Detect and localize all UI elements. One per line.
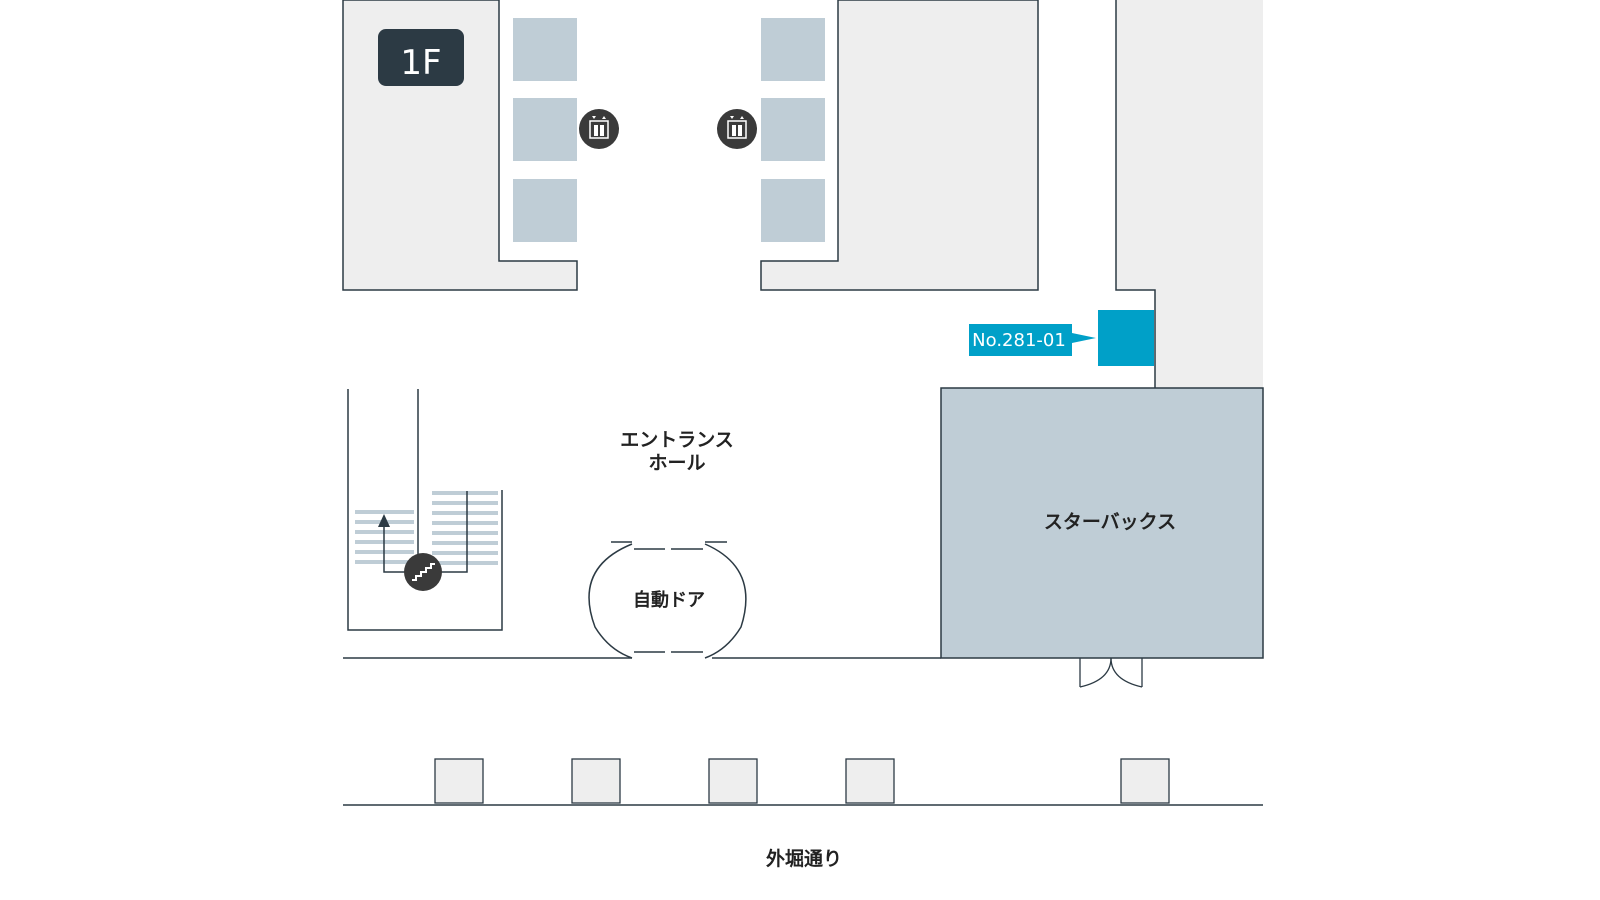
elevator-shaft-left-3 [513, 179, 577, 242]
automatic-door [588, 541, 747, 659]
elevator-shaft-right-2 [761, 98, 825, 161]
pillar [571, 758, 621, 804]
elevator-icon[interactable] [717, 109, 757, 149]
floor-badge: 1F [378, 29, 464, 86]
stair-route-arrow [378, 514, 390, 527]
street-label: 外堀通り [766, 847, 842, 870]
starbucks-door [1079, 657, 1143, 688]
pillar [1120, 758, 1170, 804]
pillar [434, 758, 484, 804]
room-upper-middle [760, 0, 1039, 291]
elevator-shaft-left-2 [513, 98, 577, 161]
pillar [845, 758, 895, 804]
marker-block[interactable] [1098, 310, 1154, 366]
entrance-hall-label-line2: ホール [648, 452, 705, 474]
stairwell-outline [347, 389, 503, 631]
floor-badge-label: 1F [400, 43, 441, 83]
wall-upper-right [1115, 0, 1156, 388]
stair-steps-right [432, 491, 498, 565]
starbucks-label: スターバックス [1044, 511, 1176, 533]
marker-callout[interactable] [969, 324, 1096, 356]
automatic-door-label: 自動ドア [633, 589, 705, 611]
location-marker[interactable]: No.281-01 [969, 310, 1154, 366]
marker-label: No.281-01 [972, 330, 1066, 351]
elevator-shaft-right-1 [761, 18, 825, 81]
room-upper-right [1116, 0, 1263, 388]
pillar [708, 758, 758, 804]
starbucks-area[interactable] [940, 387, 1264, 659]
stairs-icon[interactable] [404, 553, 442, 591]
elevator-shaft-right-3 [761, 179, 825, 242]
elevator-icon[interactable] [579, 109, 619, 149]
elevator-shaft-left-1 [513, 18, 577, 81]
entrance-hall-label-line1: エントランス [620, 429, 734, 451]
